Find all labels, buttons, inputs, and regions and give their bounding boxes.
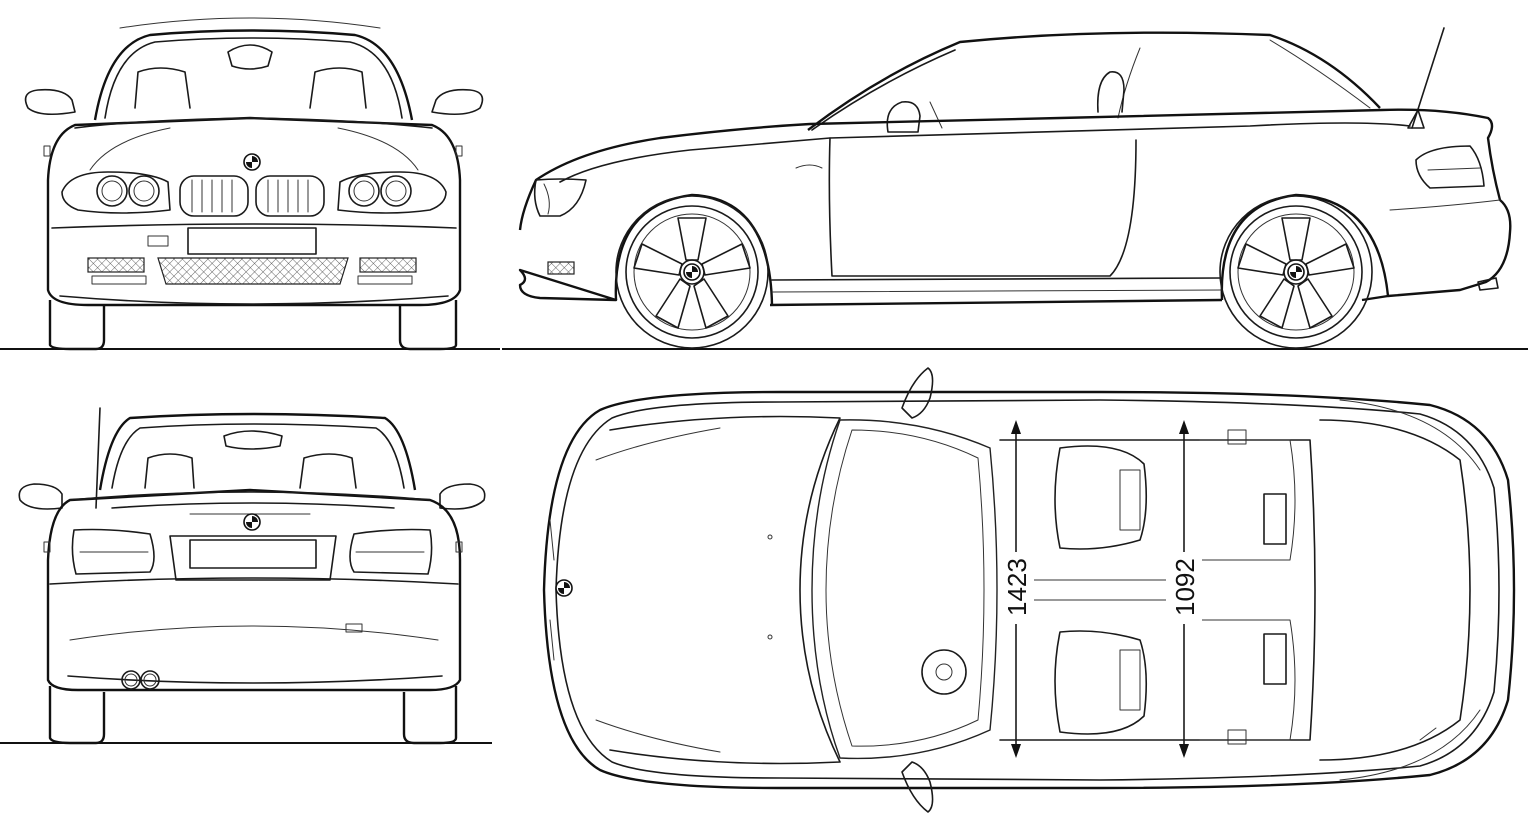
right-mirror bbox=[431, 88, 484, 116]
top-logo bbox=[555, 579, 573, 597]
left-headlight bbox=[61, 171, 171, 214]
windshield bbox=[811, 419, 998, 760]
rear-license-plate bbox=[189, 539, 317, 569]
front-view bbox=[0, 17, 500, 351]
tail-light bbox=[1415, 145, 1485, 189]
side-mirror bbox=[886, 100, 921, 133]
dimension-1092: 1092 bbox=[1166, 420, 1202, 758]
steering-wheel bbox=[921, 649, 967, 695]
top-view: 1423 1092 bbox=[542, 367, 1516, 813]
dimension-1423: 1423 bbox=[998, 420, 1034, 758]
right-tail-light bbox=[349, 528, 433, 575]
dimension-label-1423: 1423 bbox=[1002, 558, 1032, 616]
right-headlight bbox=[337, 171, 447, 214]
right-kidney-grille bbox=[255, 175, 325, 217]
top-left-mirror bbox=[901, 367, 934, 419]
left-kidney-grille bbox=[179, 175, 249, 217]
door-outline bbox=[828, 137, 1137, 277]
side-view bbox=[502, 27, 1528, 350]
dimension-label-1092: 1092 bbox=[1170, 558, 1200, 616]
top-right-mirror bbox=[901, 761, 934, 813]
front-logo bbox=[243, 153, 261, 171]
seat-left bbox=[1054, 445, 1148, 550]
front-lower-grille bbox=[157, 257, 349, 285]
rear-logo bbox=[243, 513, 261, 531]
rear-view bbox=[0, 407, 492, 745]
front-license-plate bbox=[187, 227, 317, 255]
left-tail-light bbox=[71, 528, 155, 575]
left-mirror bbox=[24, 88, 76, 116]
seat-right bbox=[1054, 630, 1148, 735]
